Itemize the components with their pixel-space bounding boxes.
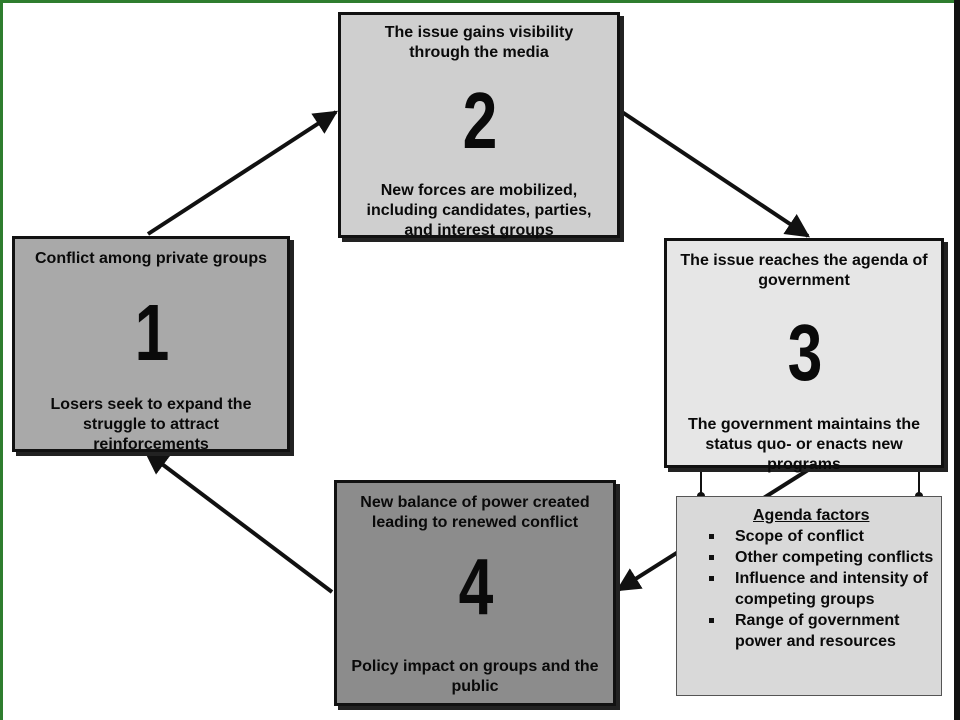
- stage-1-description: Losers seek to expand the struggle to at…: [50, 396, 252, 453]
- stage-3-number: 3: [787, 308, 822, 397]
- agenda-factors-box: Agenda factors Scope of conflict Other c…: [676, 496, 942, 696]
- stage-2-heading: The issue gains visibility through the m…: [384, 24, 574, 61]
- stage-4-description: Policy impact on groups and the public: [351, 658, 599, 695]
- agenda-factor-item: Influence and intensity of competing gro…: [705, 568, 935, 610]
- arrow-4-to-1: [144, 450, 334, 594]
- arrow-2-to-3: [620, 110, 810, 238]
- stage-3-description: The government maintains the status quo-…: [687, 416, 921, 473]
- stage-box-4: New balance of power created leading to …: [334, 480, 616, 706]
- stage-1-number: 1: [134, 288, 169, 377]
- agenda-factors-list: Scope of conflict Other competing confli…: [705, 526, 935, 652]
- agenda-factor-item: Other competing conflicts: [705, 547, 935, 568]
- frame-top-edge: [0, 0, 960, 3]
- stage-2-description: New forces are mobilized, including cand…: [366, 182, 592, 239]
- stage-box-3: The issue reaches the agenda of governme…: [664, 238, 944, 473]
- stage-box-1: Conflict among private groups 1 Losers s…: [12, 236, 290, 453]
- agenda-factor-item: Range of government power and resources: [705, 610, 935, 652]
- stage-4-heading: New balance of power created leading to …: [360, 494, 590, 531]
- stage-4-number: 4: [458, 542, 493, 631]
- arrow-1-to-2: [146, 110, 339, 236]
- stage-1-heading: Conflict among private groups: [34, 250, 267, 267]
- stage-2-number: 2: [462, 76, 497, 165]
- stage-box-2: The issue gains visibility through the m…: [338, 12, 620, 239]
- stage-3-heading: The issue reaches the agenda of governme…: [680, 252, 928, 289]
- frame-right-edge: [954, 0, 960, 720]
- agenda-factor-item: Scope of conflict: [705, 526, 935, 547]
- frame-left-edge: [0, 0, 3, 720]
- agenda-factors-title: Agenda factors: [753, 507, 870, 524]
